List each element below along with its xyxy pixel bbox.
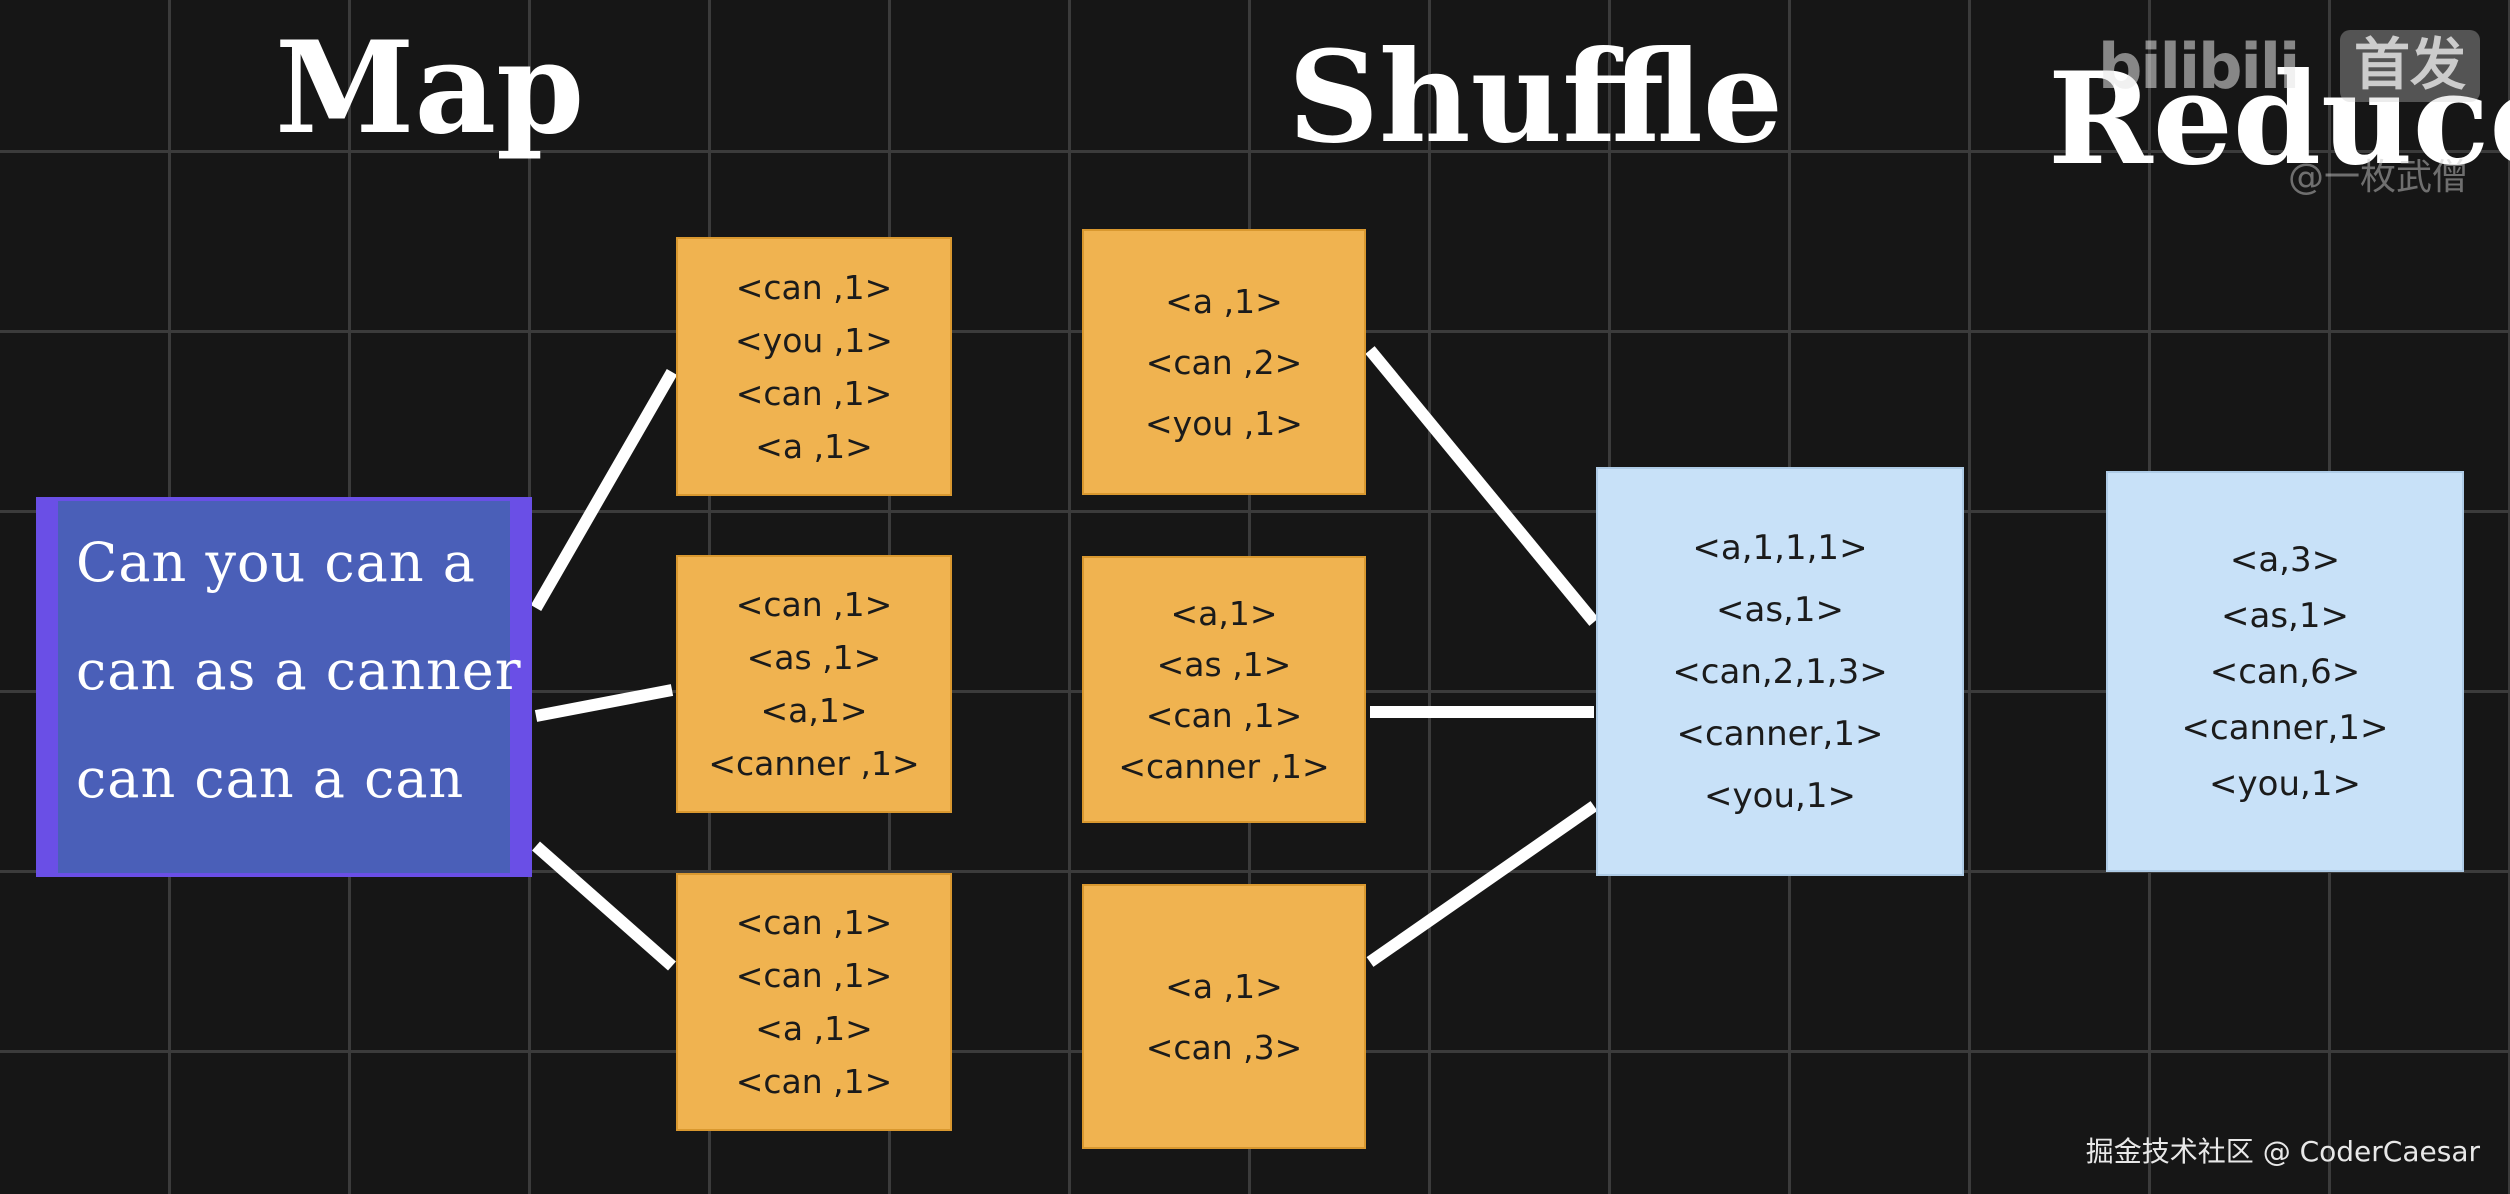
kv-pair: <canner ,1> bbox=[1118, 746, 1330, 786]
kv-pair: <as,1> bbox=[2221, 595, 2349, 636]
connector-input-map-1 bbox=[530, 369, 678, 611]
input-line: Can you can a bbox=[76, 531, 476, 594]
kv-pair: <a ,1> bbox=[1165, 281, 1283, 321]
shuffle-output-box-2: <a,1> <as ,1> <can ,1> <canner ,1> bbox=[1082, 556, 1366, 823]
first-release-badge: 首发 bbox=[2340, 30, 2480, 102]
kv-pair: <can ,1> bbox=[735, 373, 893, 413]
kv-pair: <can ,1> bbox=[735, 585, 893, 624]
map-output-box-2: <can ,1> <as ,1> <a,1> <canner ,1> bbox=[676, 555, 952, 813]
map-output-box-1: <can ,1> <you ,1> <can ,1> <a ,1> bbox=[676, 237, 952, 496]
kv-pair: <can ,1> bbox=[1145, 695, 1303, 735]
shuffle-output-box-3: <a ,1> <can ,3> bbox=[1082, 884, 1366, 1149]
map-output-box-3: <can ,1> <can ,1> <a ,1> <can ,1> bbox=[676, 873, 952, 1131]
kv-pair: <as ,1> bbox=[746, 638, 882, 677]
shuffle-output-box-1: <a ,1> <can ,2> <you ,1> bbox=[1082, 229, 1366, 495]
kv-pair: <can ,1> bbox=[735, 1062, 893, 1101]
kv-pair: <as ,1> bbox=[1156, 644, 1292, 684]
kv-pair: <can ,1> bbox=[735, 267, 893, 307]
shuffle-heading: Shuffle bbox=[1288, 23, 1784, 171]
kv-pair: <as,1> bbox=[1716, 589, 1844, 630]
kv-pair: <a ,1> bbox=[755, 1009, 873, 1048]
kv-pair: <a,1> bbox=[760, 691, 868, 730]
connector-shuffle-1-group bbox=[1365, 346, 1599, 626]
kv-pair: <you ,1> bbox=[735, 320, 893, 360]
map-heading: Map bbox=[275, 14, 585, 162]
kv-pair: <you,1> bbox=[2209, 763, 2361, 804]
kv-pair: <can ,3> bbox=[1145, 1027, 1303, 1067]
footer-credit: 掘金技术社区 @ CoderCaesar bbox=[2085, 1135, 2480, 1168]
kv-pair: <a,1> bbox=[1170, 593, 1278, 633]
kv-pair: <can ,1> bbox=[735, 956, 893, 995]
reduce-output-box: <a,3> <as,1> <can,6> <canner,1> <you,1> bbox=[2106, 471, 2464, 872]
kv-pair: <canner,1> bbox=[2181, 707, 2389, 748]
reduce-heading: Reduce bbox=[2048, 45, 2510, 193]
bilibili-logo: bilibili bbox=[2098, 30, 2300, 103]
kv-pair: <a,1,1,1> bbox=[1692, 527, 1868, 568]
kv-pair: <a ,1> bbox=[755, 426, 873, 466]
kv-pair: <a ,1> bbox=[1165, 966, 1283, 1006]
grouped-output-box: <a,1,1,1> <as,1> <can,2,1,3> <canner,1> … bbox=[1596, 467, 1964, 876]
connector-input-map-2 bbox=[534, 684, 674, 722]
kv-pair: <can,2,1,3> bbox=[1672, 651, 1888, 692]
kv-pair: <canner,1> bbox=[1676, 713, 1884, 754]
kv-pair: <can ,2> bbox=[1145, 342, 1303, 382]
kv-pair: <can,6> bbox=[2209, 651, 2361, 692]
kv-pair: <can ,1> bbox=[735, 903, 893, 942]
uploader-handle: @一枚武僧 bbox=[2288, 157, 2469, 198]
connector-input-map-3 bbox=[532, 841, 676, 971]
input-line: can can a can bbox=[76, 747, 465, 810]
kv-pair: <you ,1> bbox=[1145, 403, 1303, 443]
connector-shuffle-3-group bbox=[1366, 801, 1598, 967]
input-text-box: Can you can a can as a canner can can a … bbox=[36, 497, 532, 877]
input-line: can as a canner bbox=[76, 639, 522, 702]
kv-pair: <a,3> bbox=[2229, 539, 2341, 580]
kv-pair: <canner ,1> bbox=[708, 744, 920, 783]
kv-pair: <you,1> bbox=[1704, 775, 1856, 816]
